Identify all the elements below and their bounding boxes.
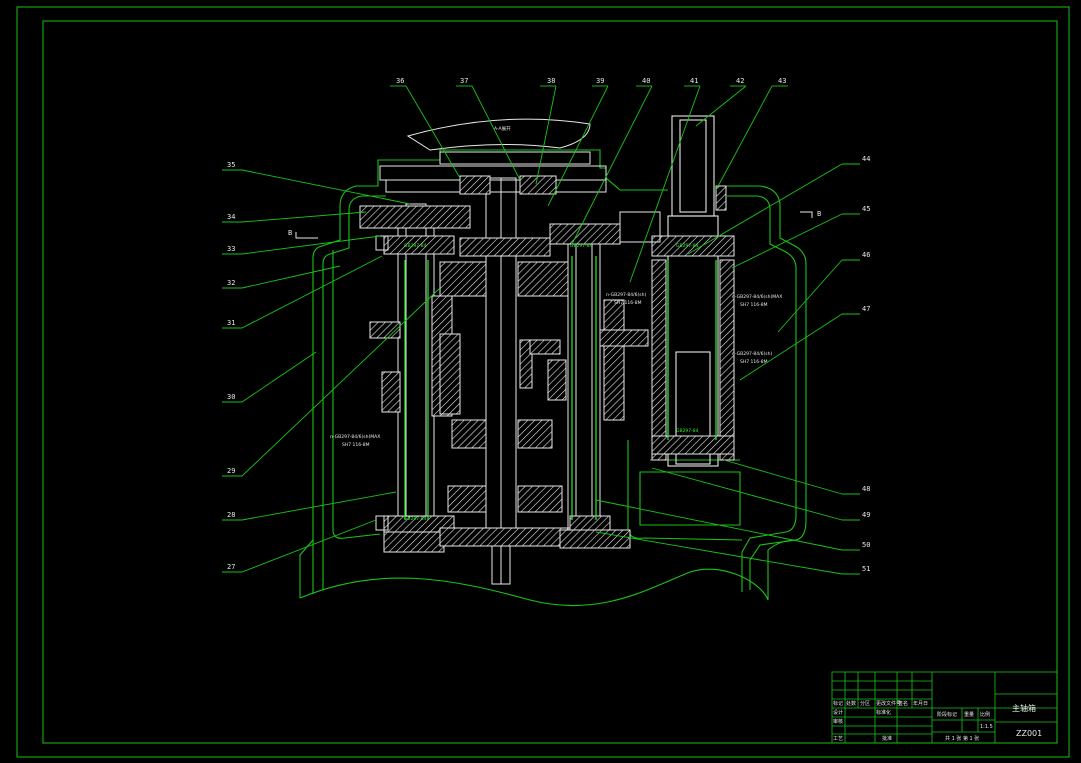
note-mid: n-GB297-84/6(sh) — [606, 292, 646, 298]
drawing-title: 主轴箱 — [1012, 703, 1036, 713]
view-label-a-a: A-A展开 — [494, 126, 511, 132]
callout-40: 40 — [642, 77, 650, 85]
rev-header-5: 签名 — [898, 700, 908, 707]
bearing-notes: GB297-84 GB297-84 GB297-84 GB297-84 GB29… — [330, 243, 782, 522]
rev-header-1: 标记 — [833, 700, 843, 707]
callout-37: 37 — [460, 77, 468, 85]
note-bearing-left-bottom: GB297-84 — [404, 516, 427, 522]
scale-label: 比例 — [980, 711, 990, 718]
top-cover: A-A展开 — [379, 118, 607, 193]
stage-label: 阶段标记 — [937, 711, 957, 718]
rev-header-4: 更改文件号 — [876, 700, 901, 707]
scale-value: 1:1.5 — [980, 724, 993, 730]
callouts-top: 36 37 38 39 40 41 42 43 — [396, 77, 786, 85]
callout-38: 38 — [547, 77, 555, 85]
note-right-1b: SH7 116-8M — [740, 302, 768, 308]
note-bearing-left-top: GB297-84 — [404, 243, 427, 249]
title-block: 标记 处数 分区 更改文件号 签名 年月日 设计 标准化 审核 工艺 批准 阶段… — [831, 671, 1058, 744]
note-right-2b: SH7 116-8M — [740, 359, 768, 365]
inner-frame — [42, 20, 1058, 744]
callout-31: 31 — [227, 319, 235, 327]
callout-27: 27 — [227, 563, 235, 571]
shaft-right-middle — [547, 211, 661, 549]
callout-45: 45 — [862, 205, 870, 213]
callout-41: 41 — [690, 77, 698, 85]
note-bearing-right-top: GB297-84 — [676, 243, 699, 249]
note-mid-2: SH7 116-8M — [614, 300, 642, 306]
drawing-number: ZZ001 — [1016, 729, 1042, 738]
callout-36: 36 — [396, 77, 404, 85]
row-label-review: 审核 — [833, 718, 843, 725]
section-mark-right: B — [817, 210, 821, 218]
callout-30: 30 — [227, 393, 235, 401]
callout-35: 35 — [227, 161, 235, 169]
note-right-2: n-GB297-84/6(sh) — [732, 351, 772, 357]
approve-label: 批准 — [882, 735, 892, 742]
note-right-1: n-GB297-84/6(sh)MAX — [732, 294, 782, 300]
callout-47: 47 — [862, 305, 870, 313]
rev-header-2: 处数 — [846, 700, 856, 707]
note-left-shaft-2: SH7 116-8M — [342, 442, 370, 448]
weight-label: 重量 — [964, 711, 974, 718]
callout-51: 51 — [862, 565, 870, 573]
section-marks: B B — [288, 210, 821, 239]
callout-29: 29 — [227, 467, 235, 475]
leader-lines — [222, 85, 860, 575]
callout-42: 42 — [736, 77, 744, 85]
rev-header-6: 年月日 — [913, 700, 928, 707]
callout-49: 49 — [862, 511, 870, 519]
row-label-process: 工艺 — [833, 736, 843, 742]
row-label-standard: 标准化 — [876, 709, 891, 716]
highlight-lines — [404, 256, 717, 520]
note-left-shaft: n-GB297-84/6(sh)MAX — [330, 434, 380, 440]
callout-44: 44 — [862, 155, 870, 163]
callout-43: 43 — [778, 77, 786, 85]
note-bearing-right-bottom: GB297-84 — [676, 428, 699, 434]
callouts-left: 35 34 33 32 31 30 29 28 27 — [227, 161, 235, 571]
callouts-right: 44 45 46 47 48 49 50 51 — [862, 155, 870, 573]
sheet-info: 共 1 张 第 1 张 — [945, 735, 979, 742]
callout-46: 46 — [862, 251, 870, 259]
rev-header-3: 分区 — [860, 700, 870, 707]
callout-32: 32 — [227, 279, 235, 287]
note-bearing-mid: GB297-84 — [570, 243, 593, 249]
callout-48: 48 — [862, 485, 870, 493]
callout-34: 34 — [227, 213, 235, 221]
outer-frame — [16, 6, 1070, 758]
callout-39: 39 — [596, 77, 604, 85]
row-label-design: 设计 — [833, 709, 843, 716]
input-shaft-right — [651, 115, 735, 467]
callout-33: 33 — [227, 245, 235, 253]
callout-50: 50 — [862, 541, 870, 549]
callout-28: 28 — [227, 511, 235, 519]
section-mark-left: B — [288, 229, 292, 237]
shaft-left — [359, 203, 471, 553]
